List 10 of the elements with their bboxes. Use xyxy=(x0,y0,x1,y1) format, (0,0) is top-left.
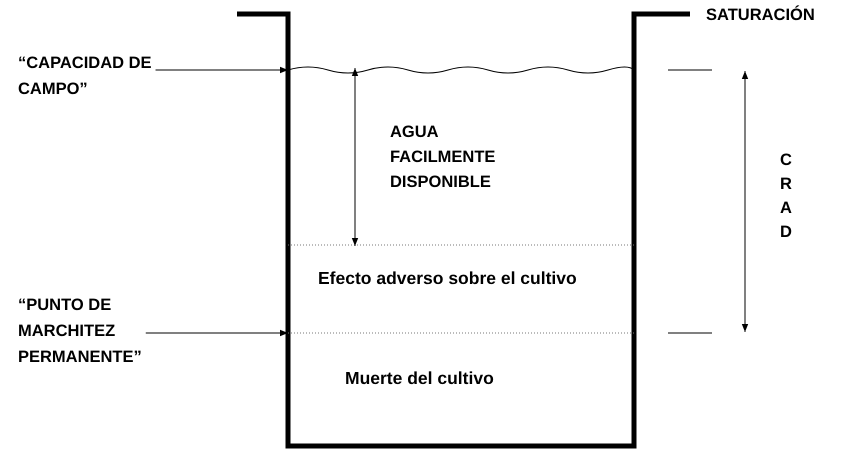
zone-label: Muerte del cultivo xyxy=(345,367,495,390)
text-label: SATURACIÓN xyxy=(706,4,816,26)
text-label: C R A D xyxy=(779,150,793,243)
zone-label: AGUA FACILMENTE DISPONIBLE xyxy=(390,122,496,193)
arrow xyxy=(145,330,288,336)
container-drawing xyxy=(237,10,692,450)
text-label: “CAPACIDAD DE CAMPO” xyxy=(18,50,168,102)
arrow xyxy=(155,66,288,74)
text-label: “PUNTO DE MARCHITEZ PERMANENTE” xyxy=(18,292,158,370)
zone-label: Efecto adverso sobre el cultivo xyxy=(318,267,578,290)
